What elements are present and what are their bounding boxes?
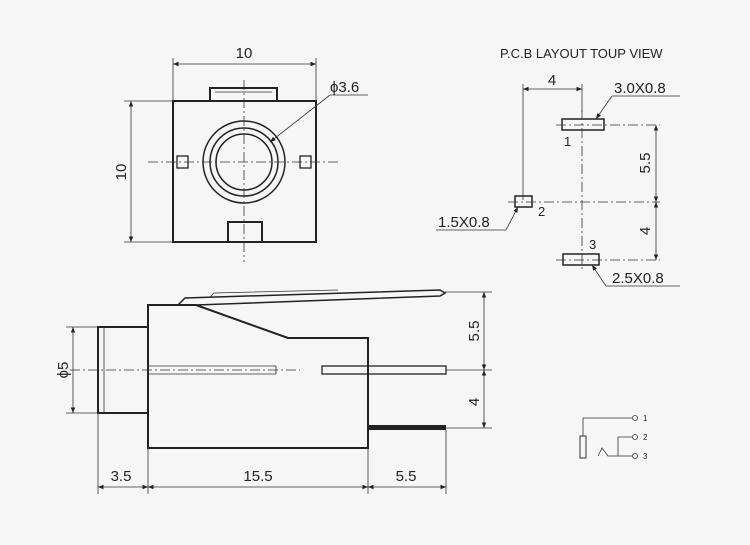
pad-2 bbox=[514, 195, 533, 208]
schematic-symbol: 1 2 3 bbox=[579, 414, 648, 461]
top-contact bbox=[177, 289, 447, 306]
schematic-pin-3: 3 bbox=[643, 452, 648, 461]
front-cylinder bbox=[97, 326, 148, 414]
schematic-pin-2: 2 bbox=[643, 433, 648, 442]
pad-1-size: 3.0X0.8 bbox=[614, 80, 666, 97]
top-tab bbox=[209, 87, 278, 101]
side-view: ϕ5 5.5 4 3.5 15.5 5.5 bbox=[55, 289, 492, 494]
top-view: 10 10 ϕ3.6 bbox=[113, 45, 368, 262]
pad-2-size: 1.5X0.8 bbox=[438, 214, 490, 231]
pcb-vertical-dim-1: 5.5 bbox=[637, 153, 654, 174]
pad-3-size: 2.5X0.8 bbox=[612, 270, 664, 287]
middle-pin bbox=[321, 365, 447, 375]
top-view-body bbox=[172, 100, 317, 243]
top-width-dim: 10 bbox=[236, 45, 253, 62]
top-height-dim: 10 bbox=[113, 164, 130, 181]
side-vertical-dim-2: 4 bbox=[466, 398, 483, 406]
pad-1-label: 1 bbox=[564, 134, 571, 149]
side-diameter-dim: ϕ5 bbox=[55, 362, 72, 379]
bottom-notch bbox=[227, 221, 263, 242]
body-length-dim: 15.5 bbox=[243, 468, 272, 485]
pad-3 bbox=[562, 253, 600, 266]
pcb-horizontal-dim: 4 bbox=[548, 72, 556, 89]
schematic-pin-1: 1 bbox=[643, 414, 648, 423]
side-view-body bbox=[147, 304, 369, 449]
pcb-layout-title: P.C.B LAYOUT TOUP VIEW bbox=[500, 46, 663, 61]
front-length-dim: 3.5 bbox=[111, 468, 132, 485]
side-vertical-dim-1: 5.5 bbox=[466, 321, 483, 342]
pcb-layout: P.C.B LAYOUT TOUP VIEW 4 1 3.0X0.8 2 1.5… bbox=[436, 46, 680, 287]
pcb-vertical-dim-2: 4 bbox=[637, 227, 654, 235]
bottom-pin bbox=[368, 425, 446, 430]
hole-diameter-dim: ϕ3.6 bbox=[330, 79, 359, 96]
pad-3-label: 3 bbox=[589, 237, 596, 252]
pin-length-dim: 5.5 bbox=[396, 468, 417, 485]
pad-1 bbox=[561, 118, 605, 131]
pad-2-label: 2 bbox=[538, 204, 545, 219]
